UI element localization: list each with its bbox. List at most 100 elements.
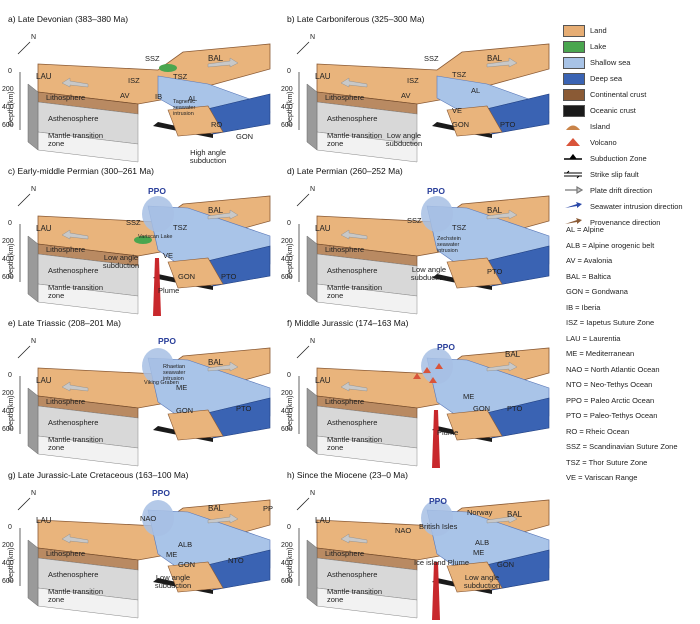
label-pto: PTO: [500, 120, 516, 129]
label-lau: LAU: [36, 376, 52, 385]
mantle-label: Mantle transition zone: [48, 131, 104, 148]
abbreviation: NTO = Neo-Tethys Ocean: [566, 380, 653, 389]
ppo-sea: [421, 196, 453, 232]
asthenosphere-label: Asthenosphere: [48, 114, 99, 123]
label-gon: GON: [236, 132, 254, 141]
depth-tick: 0: [8, 372, 12, 379]
label-tsz: TSZ: [173, 72, 188, 81]
volcano-icon: [435, 363, 443, 369]
label-seawater: Zechstein seawater intrusion: [437, 236, 461, 254]
depth-tick: 0: [287, 372, 291, 379]
depth-tick: 200: [2, 86, 14, 93]
lithosphere-label: Lithosphere: [325, 549, 365, 558]
block-diagram: [17, 193, 271, 316]
label-plume: Plume: [158, 286, 180, 295]
island-shape: [566, 125, 580, 130]
north-arrow-icon: [296, 345, 310, 359]
depth-tick: 600: [2, 578, 14, 585]
label-seawater: Rhaetian seawater intrusion: [163, 364, 186, 382]
label-subduction: Low angle subduction: [410, 265, 448, 282]
label-me: ME: [166, 550, 178, 559]
label-subduction: Low angle subduction: [154, 573, 192, 590]
legend-label: Continental crust: [590, 90, 647, 99]
gondwana-block: [446, 561, 503, 593]
subduction-shape: [564, 153, 582, 160]
mantle-label: Mantle transition zone: [327, 587, 383, 604]
mantle-label: Mantle transition zone: [48, 283, 104, 300]
lithosphere-label: Lithosphere: [325, 93, 365, 102]
label-bi: British Isles: [419, 522, 458, 531]
asthenosphere-label: Asthenosphere: [48, 266, 99, 275]
volcano-icon: [563, 137, 583, 147]
legend-label: Deep sea: [590, 74, 623, 83]
depth-tick: 600: [281, 578, 293, 585]
label-alb: ALB: [178, 540, 193, 549]
gondwana-block: [446, 105, 503, 137]
depth-tick: 400: [281, 256, 293, 263]
label-lau: LAU: [36, 72, 52, 81]
panel-title: a) Late Devonian (383–380 Ma): [8, 14, 129, 24]
gondwana-block: [167, 105, 224, 137]
depth-tick: 600: [281, 274, 293, 281]
abbreviation: BAL = Baltica: [566, 271, 611, 281]
north-arrow-icon: [17, 193, 31, 207]
label-tsz: TSZ: [452, 70, 467, 79]
label-gon: GON: [178, 272, 196, 281]
volcano-icon: [566, 138, 580, 146]
label-me: ME: [176, 383, 188, 392]
fault-shape: [564, 170, 582, 179]
legend-label: Land: [590, 26, 607, 35]
abbreviation: NAO = North Atlantic Ocean: [566, 364, 660, 374]
plate-drift-arrow-icon: [486, 57, 518, 68]
legend-label: Lake: [590, 42, 607, 51]
depth-tick: 400: [281, 560, 293, 567]
depth-tick: 0: [8, 68, 12, 75]
abbreviation: PPO = Paleo Arctic Ocean: [566, 395, 655, 405]
abbreviation: ALB = Alpine orogenic belt: [566, 240, 655, 250]
block-diagram: [17, 345, 271, 467]
asthenosphere-label: Asthenosphere: [327, 570, 378, 579]
label-gon: GON: [178, 560, 196, 569]
label-seawater: Tagnenic seawater intrusion: [173, 99, 196, 117]
north-label: N: [31, 490, 37, 497]
gondwana-block: [446, 257, 503, 289]
panel-title: h) Since the Miocene (23–0 Ma): [287, 470, 408, 480]
depth-tick: 600: [281, 426, 293, 433]
label-pto: PTO: [221, 272, 237, 281]
depth-tick: 200: [281, 238, 293, 245]
north-label: N: [31, 34, 37, 41]
label-subduction: Low angle subduction: [102, 253, 140, 270]
volcano-icon: [429, 377, 437, 383]
lithosphere-label: Lithosphere: [325, 397, 365, 406]
block-diagram: [296, 497, 550, 620]
oceanic-crust-swatch: [563, 105, 585, 117]
land-swatch: [563, 25, 585, 37]
block-side-face: [306, 235, 318, 303]
panel-title: e) Late Triassic (208–201 Ma): [8, 318, 121, 328]
drift-shape: [565, 185, 584, 195]
north-arrow-icon: [17, 345, 31, 359]
asthenosphere-label: Asthenosphere: [327, 418, 378, 427]
depth-tick: 200: [2, 390, 14, 397]
block-side-face: [306, 539, 318, 607]
abbreviation: LAU = Laurentia: [566, 333, 621, 343]
label-plume: Ice island Plume: [414, 558, 470, 567]
block-diagram: [296, 193, 550, 315]
label-ssz: SSZ: [424, 54, 439, 63]
depth-tick: 200: [281, 542, 293, 549]
label-ppo: PPO: [437, 342, 455, 352]
panel-title: c) Early-middle Permian (300–261 Ma): [8, 166, 154, 176]
label-lau: LAU: [36, 516, 52, 525]
panel-title: g) Late Jurassic-Late Cretaceous (163–10…: [8, 470, 189, 480]
abbreviation: GON = Gondwana: [566, 287, 628, 296]
label-gon: GON: [452, 120, 470, 129]
legend-label: Volcano: [590, 138, 617, 147]
lithosphere-label: Lithosphere: [46, 93, 86, 102]
label-ve: VE: [452, 106, 463, 115]
